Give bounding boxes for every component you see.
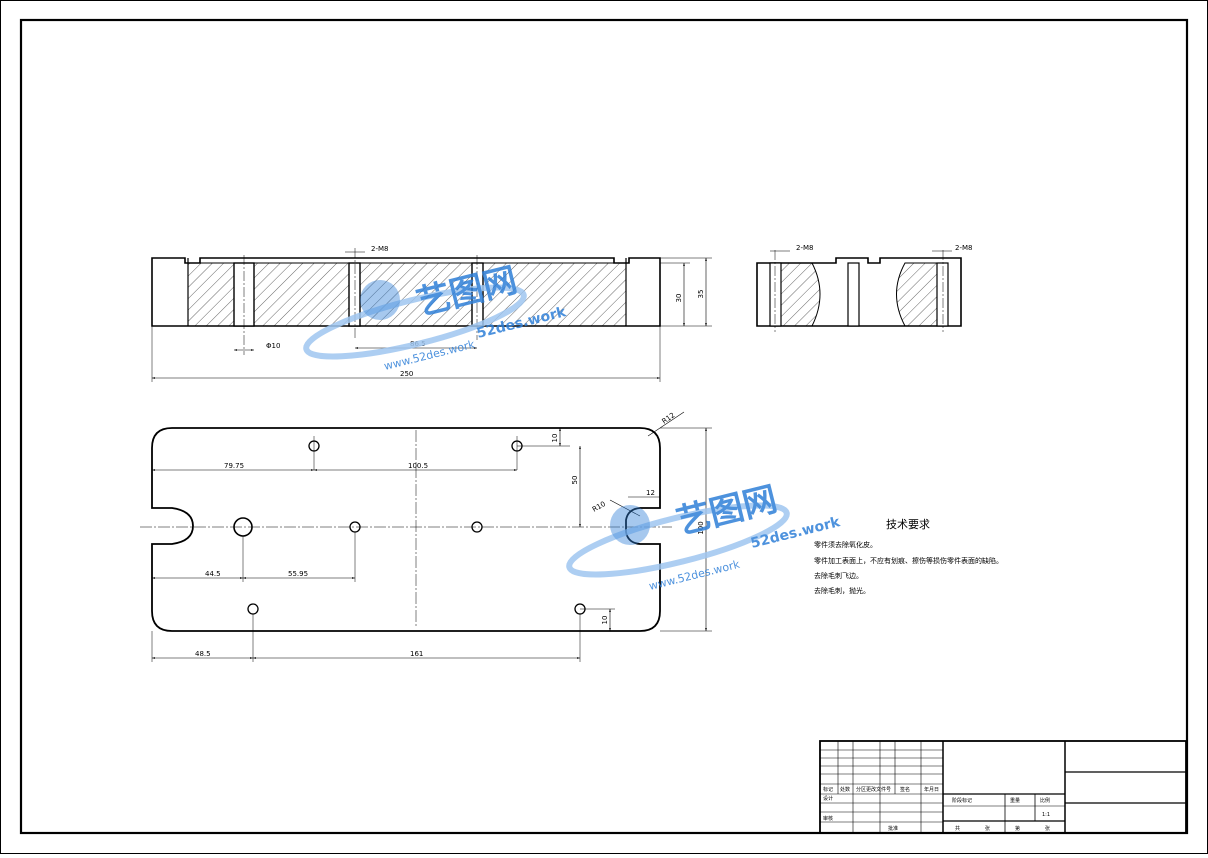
tb-label-count: 处数 (840, 786, 850, 793)
title-block: 标记 处数 分区 更改文件号 签名 年月日 设计 审核 批准 阶段标记 重量 比… (819, 740, 1187, 834)
watermark-url-2: www.52des.work (648, 558, 742, 593)
dim-plan-height: 100 (697, 521, 705, 534)
dim-height-outer: 35 (697, 290, 705, 299)
tech-req-item: 去除毛刺，抛光。 (814, 586, 870, 595)
dim-chamfer-side-left: 2-M8 (796, 244, 813, 252)
dim-100-5: 100.5 (408, 462, 428, 470)
tb-label-mark: 标记 (823, 786, 833, 793)
inner-frame (19, 18, 1189, 835)
dim-height-inner: 30 (675, 294, 683, 303)
tb-label-scale: 比例 (1040, 797, 1050, 804)
tb-label-date: 年月日 (924, 786, 939, 793)
dim-chamfer-side-right: 2-M8 (955, 244, 972, 252)
tb-scale-value: 1:1 (1042, 812, 1050, 818)
tb-label-design: 设计 (823, 795, 833, 802)
dim-overall-length: 250 (400, 370, 413, 378)
plan-view: 79.75 100.5 10 50 44.5 55.95 10 48.5 161… (140, 411, 712, 662)
front-section-view: 2-M8 Φ10 86.5 250 30 35 (151, 245, 712, 382)
tb-label-total: 共 (955, 825, 960, 832)
tb-label-no: 第 (1015, 825, 1020, 832)
tb-label-sheet: 张 (1045, 825, 1050, 832)
tech-requirements: 技术要求 零件须去除氧化皮。 零件加工表面上，不应有划痕、擦伤等损伤零件表面的缺… (814, 518, 1003, 595)
tb-label-weight: 重量 (1010, 797, 1020, 804)
dim-y-50: 50 (571, 476, 579, 485)
dim-top-hole-offset: 10 (551, 434, 559, 443)
dim-44-5: 44.5 (205, 570, 221, 578)
dim-79-75: 79.75 (224, 462, 244, 470)
dim-48-5: 48.5 (195, 650, 211, 658)
dim-161: 161 (410, 650, 423, 658)
dim-bottom-hole-offset: 10 (601, 616, 609, 625)
tb-label-zone: 分区 (856, 786, 866, 793)
dim-hole-dia: Φ10 (266, 342, 280, 350)
dim-55-95: 55.95 (288, 570, 308, 578)
dim-chamfer-front: 2-M8 (371, 245, 388, 253)
tech-req-title: 技术要求 (886, 518, 930, 531)
dim-slot-12: 12 (646, 489, 655, 497)
tech-req-item: 零件须去除氧化皮。 (814, 540, 877, 549)
watermark-2: 艺图网 52des.work www.52des.work (566, 479, 842, 593)
tech-req-item: 去除毛刺飞边。 (814, 571, 863, 580)
tb-label-sign: 签名 (900, 786, 910, 793)
side-section-view: 2-M8 2-M8 (756, 244, 972, 332)
tb-label-change-doc: 更改文件号 (866, 786, 891, 793)
tb-label-sheets: 张 (985, 825, 990, 832)
tb-label-approve: 批准 (888, 825, 898, 832)
dim-corner-radius: R12 (661, 411, 677, 425)
tb-label-stage: 阶段标记 (952, 797, 972, 804)
tb-label-review: 审核 (823, 815, 833, 822)
dim-slot-r10: R10 (591, 500, 607, 514)
tech-req-item: 零件加工表面上，不应有划痕、擦伤等损伤零件表面的缺陷。 (814, 556, 1003, 565)
